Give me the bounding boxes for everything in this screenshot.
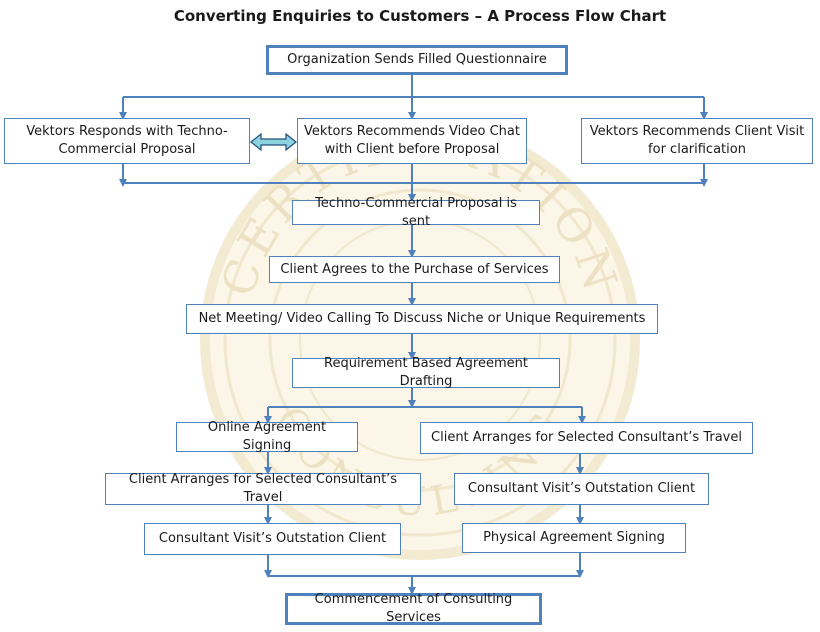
box-visit-left: Consultant Visit’s Outstation Client [144,523,401,555]
box-physical-signing: Physical Agreement Signing [462,523,686,553]
box-client-agrees: Client Agrees to the Purchase of Service… [269,256,560,283]
box-net-meeting: Net Meeting/ Video Calling To Discuss Ni… [186,304,658,334]
double-arrow-icon [250,132,297,152]
box-online-signing: Online Agreement Signing [176,420,358,453]
box-client-visit: Vektors Recommends Client Visit for clar… [581,118,813,164]
box-agreement-drafting: Requirement Based Agreement Drafting [292,356,560,389]
box-video-chat: Vektors Recommends Video Chat with Clien… [297,118,527,164]
box-questionnaire: Organization Sends Filled Questionnaire [266,45,568,75]
page-title: Converting Enquiries to Customers – A Pr… [173,7,667,25]
box-travel-left: Client Arranges for Selected Consultant’… [105,472,421,505]
box-visit-right: Consultant Visit’s Outstation Client [454,473,709,505]
box-travel-right: Client Arranges for Selected Consultant’… [420,422,753,454]
box-commencement: Commencement of Consulting Services [285,592,542,625]
box-proposal-direct: Vektors Responds with Techno-Commercial … [4,118,250,164]
box-proposal-sent: Techno-Commercial Proposal is sent [292,196,540,229]
